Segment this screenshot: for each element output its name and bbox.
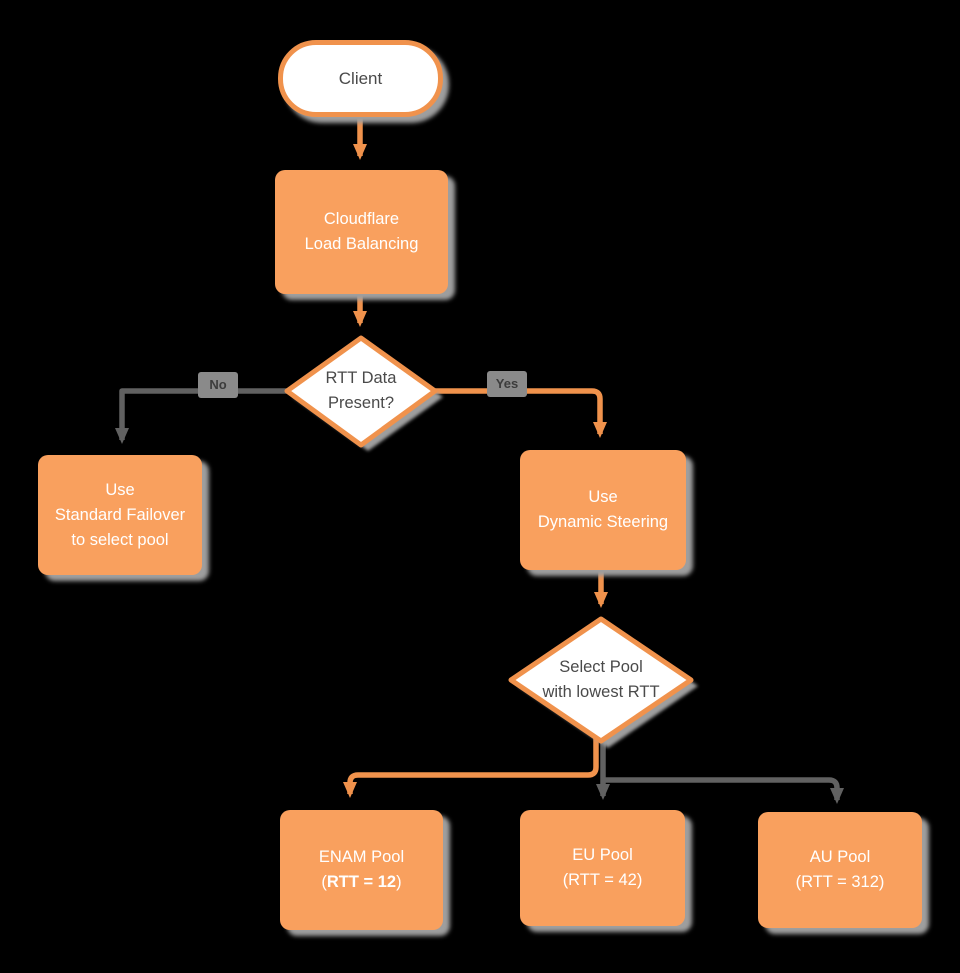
edge-label-no: No [198,372,238,398]
select-pool-text: Select Pool with lowest RTT [542,658,660,701]
edge-selectpool-to-enam [343,738,599,798]
node-cloudflare-load-balancing: Cloudflare Load Balancing [275,170,448,294]
enam-pool-name: ENAM Pool [318,848,405,866]
edge-yes-to-dynamic-steering [428,388,607,438]
au-pool-label: AU Pool (RTT = 312) [795,848,885,891]
edge-no-to-standard-failover [115,388,300,444]
enam-paren-close: ) [396,873,402,891]
enam-rtt-value: RTT = 12 [326,873,397,891]
node-cloudflare-label: Cloudflare Load Balancing [304,210,419,253]
node-standard-failover: Use Standard Failover to select pool [38,455,202,575]
edge-label-yes: Yes [487,371,527,397]
eu-pool-label: EU Pool (RTT = 42) [562,846,643,889]
enam-pool-rtt: (RTT = 12) [321,870,401,895]
node-rtt-decision-label: RTT Data Present? [286,356,436,426]
select-pool-diamond [508,616,694,744]
node-eu-pool: EU Pool (RTT = 42) [520,810,685,926]
node-client: Client [278,40,443,117]
node-dynamic-steering: Use Dynamic Steering [520,450,686,570]
node-enam-pool: ENAM Pool (RTT = 12) [280,810,443,930]
node-au-pool: AU Pool (RTT = 312) [758,812,922,928]
node-client-label: Client [338,69,383,88]
node-select-pool-label: Select Pool with lowest RTT [511,645,691,715]
edge-selectpool-to-au [603,777,844,804]
rtt-decision-text: RTT Data Present? [325,369,397,412]
node-standard-failover-label: Use Standard Failover to select pool [54,480,186,549]
node-dynamic-steering-label: Use Dynamic Steering [537,488,669,531]
rtt-decision-diamond [284,335,438,448]
enam-paren-open: ( [321,873,327,891]
